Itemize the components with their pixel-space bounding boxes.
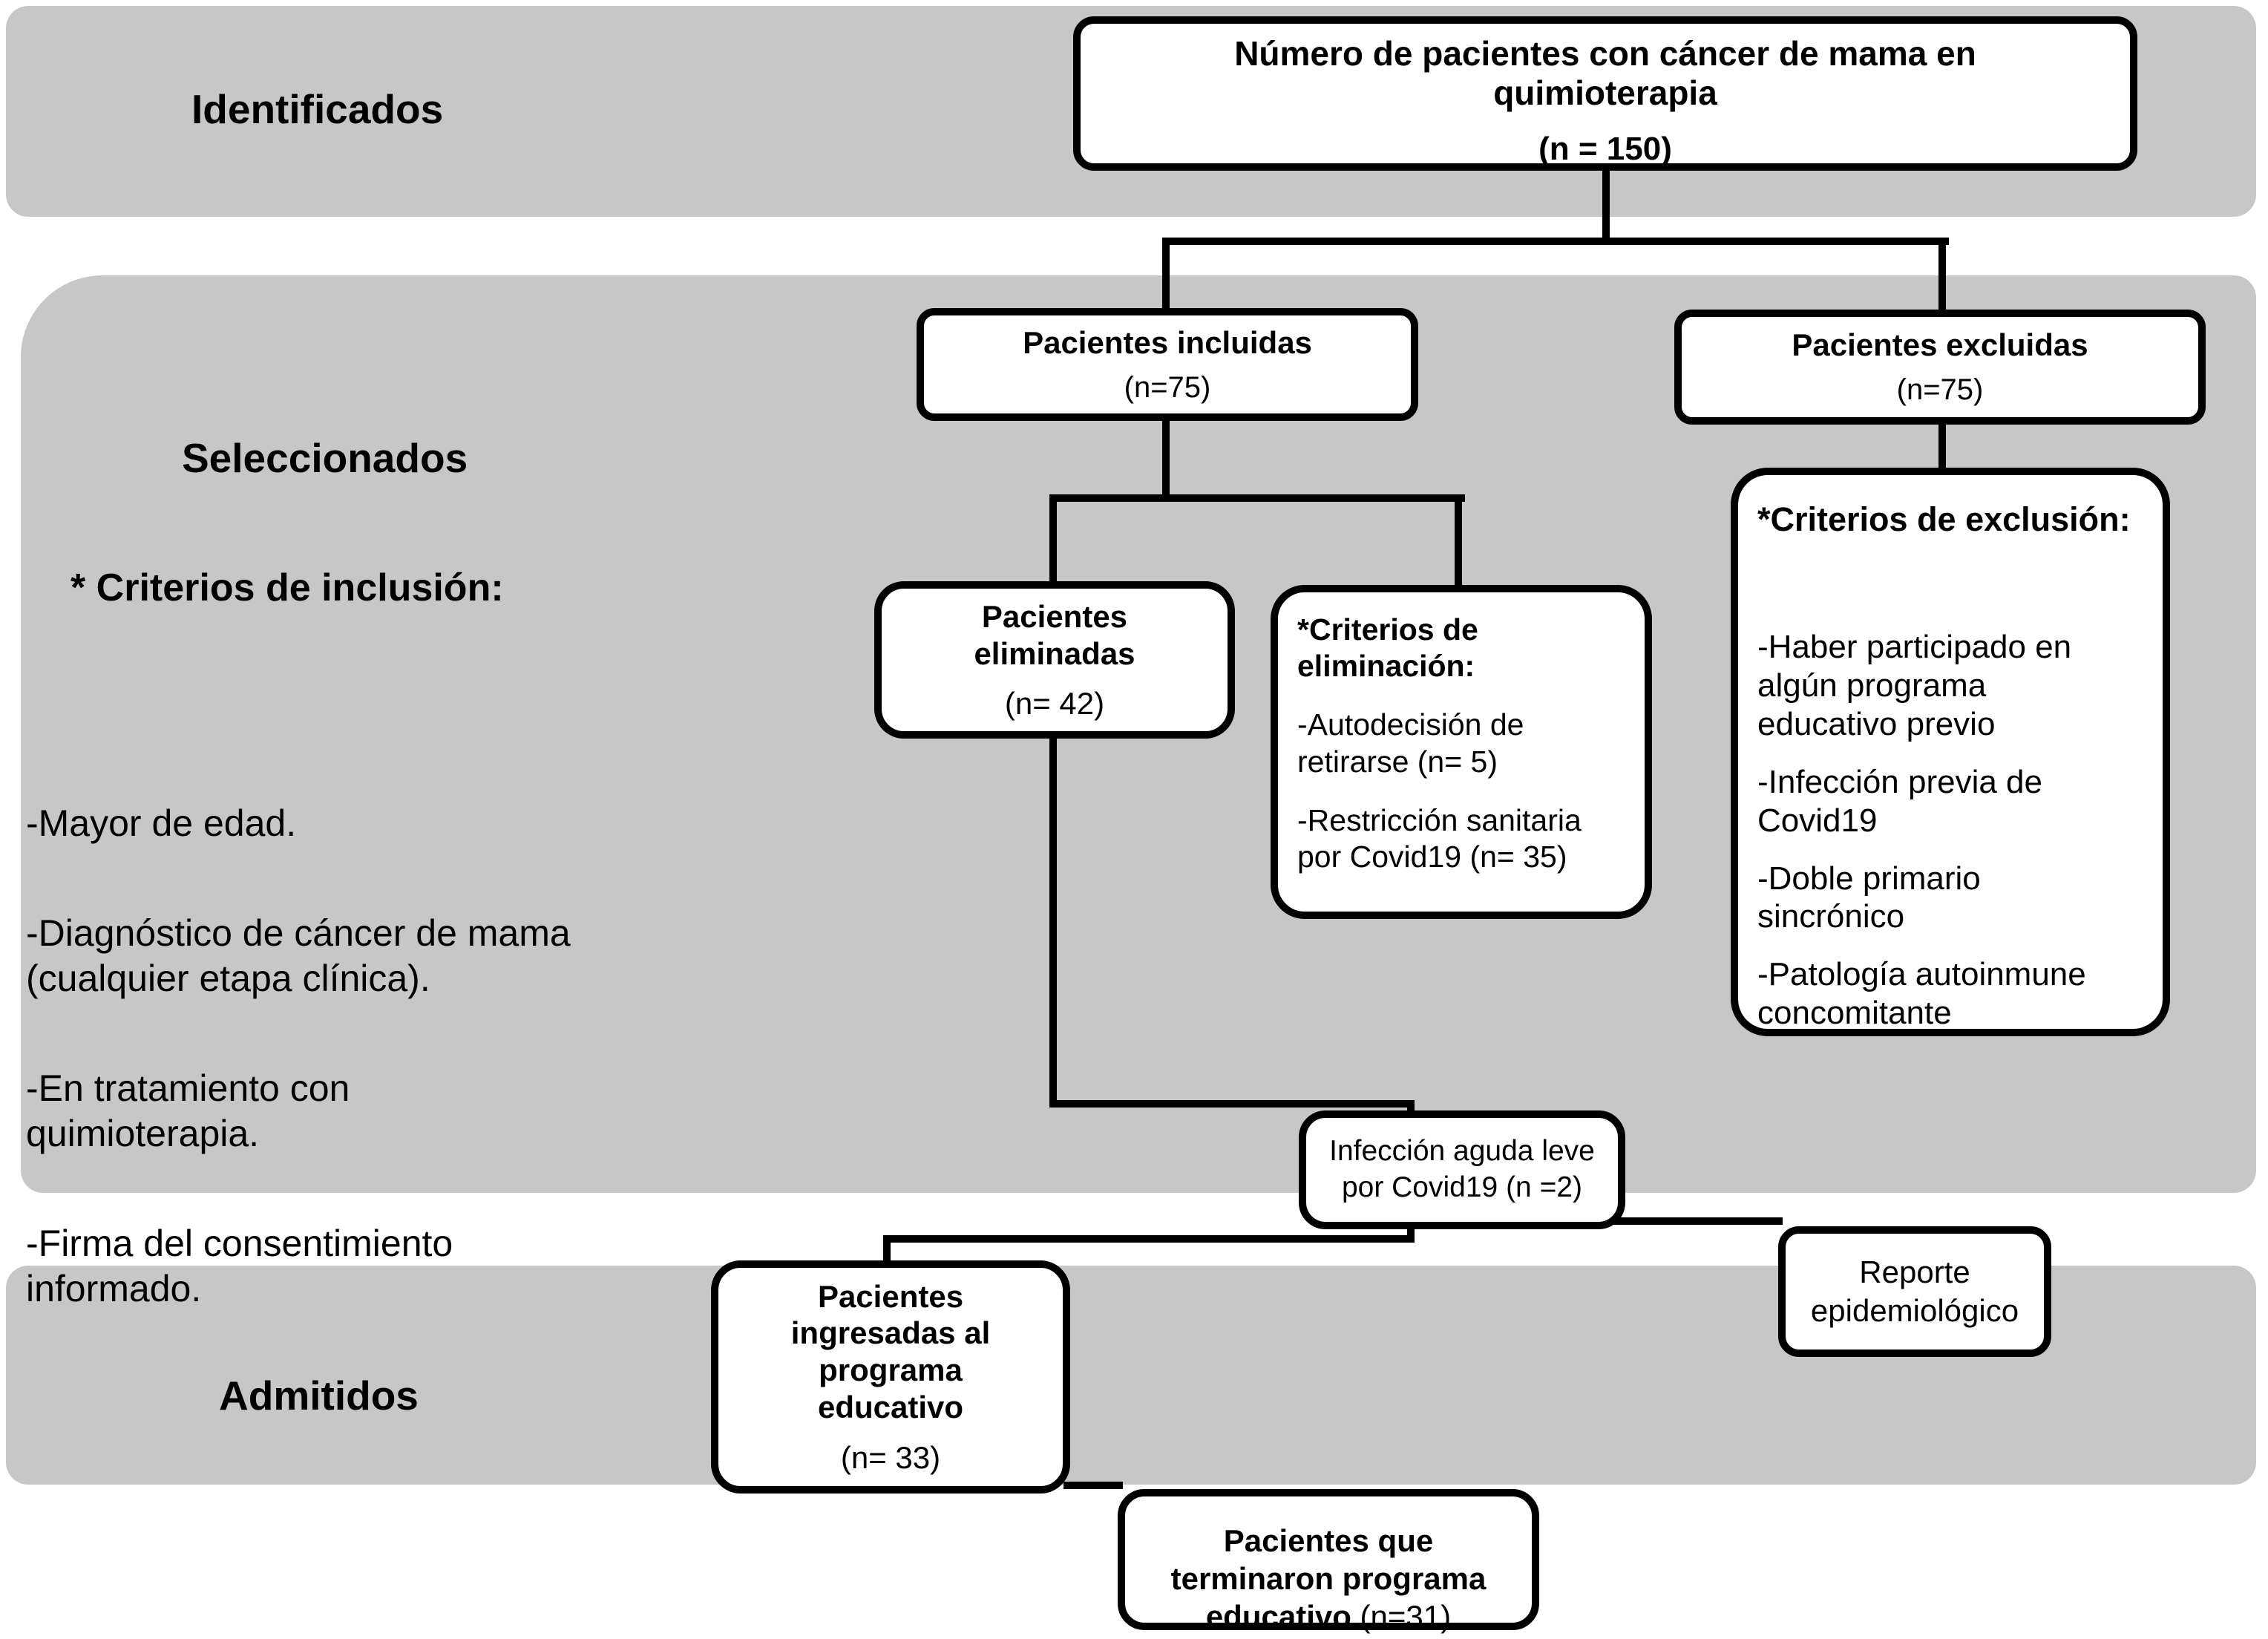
criterios-exclusion-title: *Criterios de exclusión: xyxy=(1757,500,2131,538)
criterios-exclusion-item: -Infección previa de Covid19 xyxy=(1757,763,2042,839)
box-ingresadas-n: (n= 33) xyxy=(840,1440,941,1476)
box-total-patients: Número de pacientes con cáncer de mama e… xyxy=(1073,16,2137,171)
stage-label-identificados: Identificados xyxy=(191,86,444,132)
connector xyxy=(1455,494,1462,591)
box-incluidas-title: Pacientes incluidas xyxy=(1023,324,1312,360)
connector xyxy=(1407,1225,1415,1243)
connector xyxy=(1049,1100,1415,1108)
box-incluidas: Pacientes incluidas (n=75) xyxy=(917,308,1418,421)
connector xyxy=(1049,494,1465,502)
connector xyxy=(883,1235,891,1266)
connector xyxy=(1162,238,1170,312)
connector xyxy=(1610,1217,1783,1225)
box-total-title: Número de pacientes con cáncer de mama e… xyxy=(1234,34,1976,112)
inclusion-criteria-title: * Criterios de inclusión: xyxy=(71,566,504,609)
box-terminaron: Pacientes que terminaron programa educat… xyxy=(1118,1489,1539,1634)
criterios-eliminacion-item: -Restricción sanitaria por Covid19 (n= 3… xyxy=(1297,802,1582,874)
connector xyxy=(1162,238,1949,245)
connector xyxy=(1602,171,1610,245)
box-excluidas-n: (n=75) xyxy=(1896,373,1984,406)
connector xyxy=(1407,1100,1415,1116)
criterios-eliminacion-title: *Criterios de eliminación: xyxy=(1297,612,1478,684)
stage-label-seleccionados: Seleccionados xyxy=(182,435,468,481)
connector xyxy=(1049,736,1057,1108)
box-total-n: (n = 150) xyxy=(1538,130,1672,167)
box-criterios-exclusion: *Criterios de exclusión: -Haber particip… xyxy=(1731,468,2170,1036)
inclusion-item: -Mayor de edad. xyxy=(26,802,297,844)
box-infeccion-covid: Infección aguda leve por Covid19 (n =2) xyxy=(1299,1110,1625,1229)
box-terminaron-n: (n=31) xyxy=(1351,1599,1452,1635)
criterios-exclusion-item: -Patología autoinmune concomitante xyxy=(1757,956,2086,1032)
box-excluidas-title: Pacientes excluidas xyxy=(1792,327,2088,362)
box-incluidas-n: (n=75) xyxy=(1124,370,1211,404)
box-excluidas: Pacientes excluidas (n=75) xyxy=(1674,310,2206,425)
box-eliminadas-n: (n= 42) xyxy=(1004,685,1105,721)
box-terminaron-title: Pacientes que terminaron programa educat… xyxy=(1170,1522,1487,1635)
criterios-eliminacion-item: -Autodecisión de retirarse (n= 5) xyxy=(1297,707,1524,779)
connector xyxy=(1049,494,1057,586)
criterios-exclusion-item: -Doble primario sincrónico xyxy=(1757,860,1981,935)
inclusion-item: -Diagnóstico de cáncer de mama (cualquie… xyxy=(26,912,571,999)
stage-label-admitidos: Admitidos xyxy=(219,1373,419,1419)
box-ingresadas: Pacientes ingresadas al programa educati… xyxy=(711,1260,1070,1494)
connector xyxy=(1938,422,1946,475)
connector xyxy=(1162,417,1170,500)
box-reporte-text: Reporte epidemiológico xyxy=(1810,1254,2019,1329)
box-ingresadas-title: Pacientes ingresadas al programa educati… xyxy=(790,1278,991,1424)
box-eliminadas: Pacientes eliminadas (n= 42) xyxy=(874,581,1235,739)
box-reporte-epidemiologico: Reporte epidemiológico xyxy=(1778,1226,2051,1357)
box-infeccion-text: Infección aguda leve por Covid19 (n =2) xyxy=(1329,1135,1595,1203)
inclusion-criteria-list: -Mayor de edad. -Diagnóstico de cáncer d… xyxy=(26,756,731,1376)
box-eliminadas-title: Pacientes eliminadas xyxy=(974,599,1135,671)
box-terminaron-text: Pacientes que terminaron programa educat… xyxy=(1171,1484,1487,1636)
criterios-exclusion-item: -Haber participado en algún programa edu… xyxy=(1757,629,2072,742)
inclusion-item: -Firma del consentimiento informado. xyxy=(26,1223,453,1309)
box-criterios-eliminacion: *Criterios de eliminación: -Autodecisión… xyxy=(1271,585,1652,919)
inclusion-item: -En tratamiento con quimioterapia. xyxy=(26,1067,350,1154)
connector xyxy=(883,1235,1415,1243)
connector xyxy=(1938,238,1946,313)
connector xyxy=(1063,1482,1123,1489)
